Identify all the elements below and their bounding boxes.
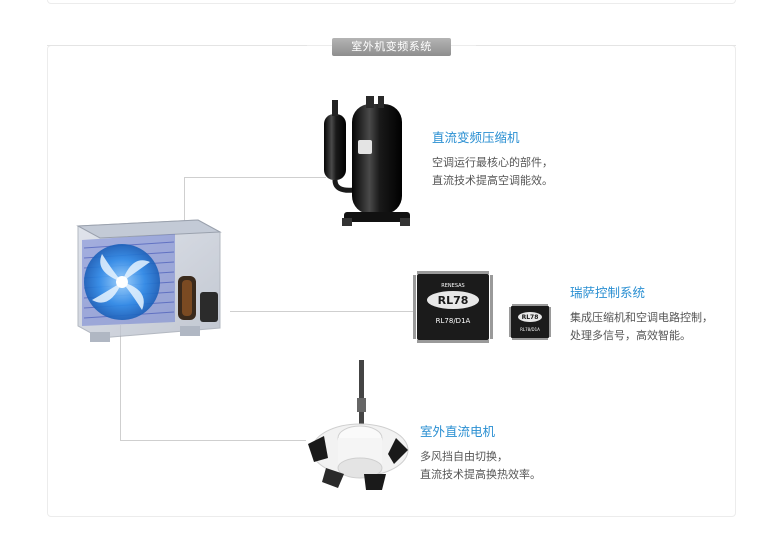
connector-motor-v bbox=[120, 325, 121, 441]
feature-control-desc-2: 处理多信号，高效智能。 bbox=[570, 329, 691, 342]
title-divider-left bbox=[47, 45, 307, 46]
feature-compressor: 直流变频压缩机 空调运行最核心的部件， 直流技术提高空调能效。 bbox=[432, 130, 553, 190]
feature-control-desc-1: 集成压缩机和空调电路控制， bbox=[570, 311, 713, 324]
feature-motor-title: 室外直流电机 bbox=[420, 424, 496, 439]
feature-compressor-desc-2: 直流技术提高空调能效。 bbox=[432, 174, 553, 187]
small-chip-model-text: RL78/D1A bbox=[520, 327, 540, 332]
feature-motor: 室外直流电机 多风挡自由切换， 直流技术提高换热效率。 bbox=[420, 424, 541, 484]
chip-logo-text: RL78 bbox=[438, 294, 469, 307]
small-chip-logo-text: RL78 bbox=[522, 314, 539, 321]
chip-brand-text: RENESAS bbox=[441, 283, 464, 289]
renesas-chip-large: RENESAS RL78 RL78/D1A bbox=[413, 271, 493, 343]
outdoor-unit-image bbox=[76, 219, 222, 342]
title-divider-right bbox=[476, 45, 736, 46]
feature-motor-desc-2: 直流技术提高换热效率。 bbox=[420, 468, 541, 481]
connector-compressor-h bbox=[184, 177, 326, 178]
connector-compressor-v bbox=[184, 177, 185, 227]
connector-motor-h bbox=[120, 440, 306, 441]
feature-control-title: 瑞萨控制系统 bbox=[570, 285, 646, 300]
feature-motor-desc-1: 多风挡自由切换， bbox=[420, 450, 508, 463]
chip-model-text: RL78/D1A bbox=[436, 317, 471, 325]
fan-motor-image bbox=[308, 360, 409, 490]
top-card bbox=[47, 0, 736, 4]
feature-compressor-desc-1: 空调运行最核心的部件， bbox=[432, 156, 553, 169]
section-title: 室外机变频系统 bbox=[332, 38, 451, 56]
compressor-image bbox=[324, 96, 410, 226]
renesas-chip-small: RL78 RL78/D1A bbox=[509, 304, 551, 340]
connector-chip-h bbox=[230, 311, 416, 312]
feature-control: 瑞萨控制系统 集成压缩机和空调电路控制， 处理多信号，高效智能。 bbox=[570, 285, 713, 345]
feature-compressor-title: 直流变频压缩机 bbox=[432, 130, 520, 145]
